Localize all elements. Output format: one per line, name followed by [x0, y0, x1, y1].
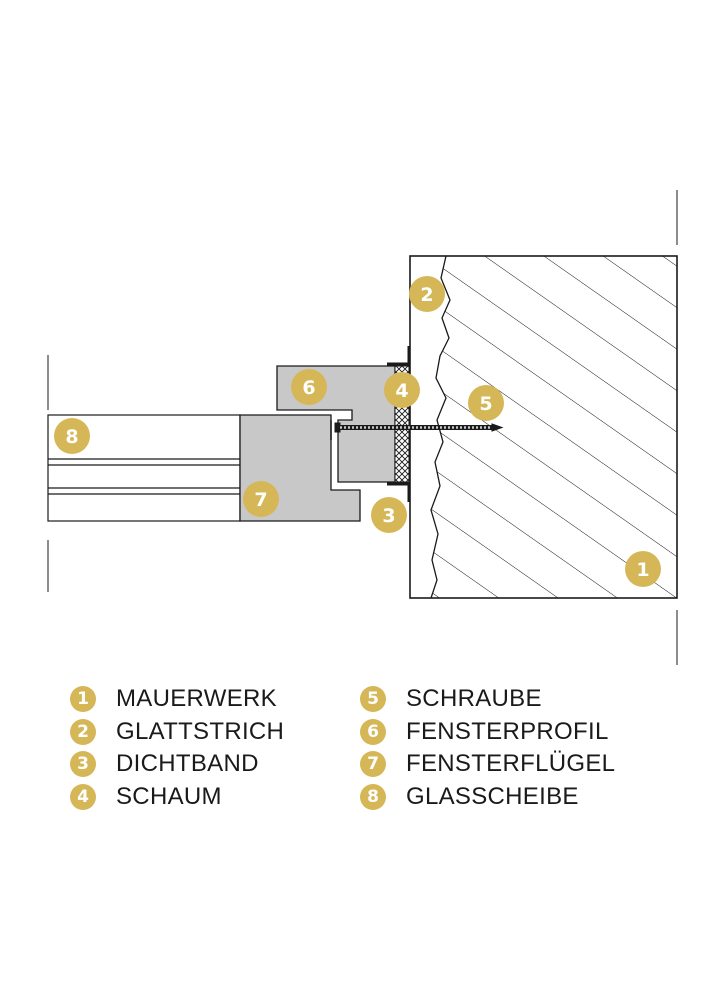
badge-fensterfluegel: 7 — [243, 481, 279, 517]
legend-number: 6 — [360, 718, 386, 745]
screw — [334, 422, 504, 433]
svg-text:1: 1 — [636, 559, 649, 581]
legend-item-schaum: 4 SCHAUM — [70, 781, 284, 814]
legend: 1 MAUERWERK 2 GLATTSTRICH 3 DICHTBAND 4 … — [70, 683, 670, 823]
badge-mauerwerk: 1 — [625, 551, 661, 587]
badge-fensterprofil: 6 — [291, 369, 327, 405]
legend-number: 2 — [70, 718, 96, 745]
sealing-tape — [387, 346, 411, 502]
legend-number: 7 — [360, 751, 386, 778]
badge-dichtband: 3 — [371, 497, 407, 533]
svg-text:8: 8 — [65, 426, 78, 448]
legend-label: FENSTERFLÜGEL — [406, 750, 616, 778]
svg-text:7: 7 — [254, 489, 267, 511]
badge-glasscheibe: 8 — [54, 418, 90, 454]
svg-text:3: 3 — [382, 505, 395, 527]
legend-column-right: 5 SCHRAUBE 6 FENSTERPROFIL 7 FENSTERFLÜG… — [360, 683, 615, 813]
legend-column-left: 1 MAUERWERK 2 GLATTSTRICH 3 DICHTBAND 4 … — [70, 683, 284, 813]
svg-text:6: 6 — [302, 377, 315, 399]
badge-glattstrich: 2 — [409, 276, 445, 312]
legend-label: FENSTERPROFIL — [406, 717, 609, 745]
svg-text:5: 5 — [479, 393, 492, 415]
legend-label: MAUERWERK — [116, 685, 277, 713]
legend-number: 3 — [70, 751, 96, 778]
legend-item-mauerwerk: 1 MAUERWERK — [70, 683, 284, 716]
legend-number: 8 — [360, 783, 386, 810]
legend-item-glattstrich: 2 GLATTSTRICH — [70, 716, 284, 749]
badge-schraube: 5 — [468, 385, 504, 421]
legend-label: DICHTBAND — [116, 750, 259, 778]
legend-label: GLATTSTRICH — [116, 717, 285, 745]
plaster-boundary — [430, 255, 451, 599]
legend-number: 1 — [70, 686, 96, 713]
badge-schaum: 4 — [384, 372, 420, 408]
legend-label: SCHRAUBE — [406, 685, 542, 713]
legend-number: 5 — [360, 686, 386, 713]
legend-item-fensterprofil: 6 FENSTERPROFIL — [360, 716, 615, 749]
legend-item-glasscheibe: 8 GLASSCHEIBE — [360, 781, 615, 814]
legend-item-dichtband: 3 DICHTBAND — [70, 748, 284, 781]
legend-label: SCHAUM — [116, 782, 222, 810]
legend-label: GLASSCHEIBE — [406, 782, 579, 810]
legend-item-schraube: 5 SCHRAUBE — [360, 683, 615, 716]
legend-item-fensterfluegel: 7 FENSTERFLÜGEL — [360, 748, 615, 781]
svg-text:2: 2 — [420, 284, 433, 306]
legend-number: 4 — [70, 783, 96, 810]
svg-text:4: 4 — [395, 380, 408, 402]
